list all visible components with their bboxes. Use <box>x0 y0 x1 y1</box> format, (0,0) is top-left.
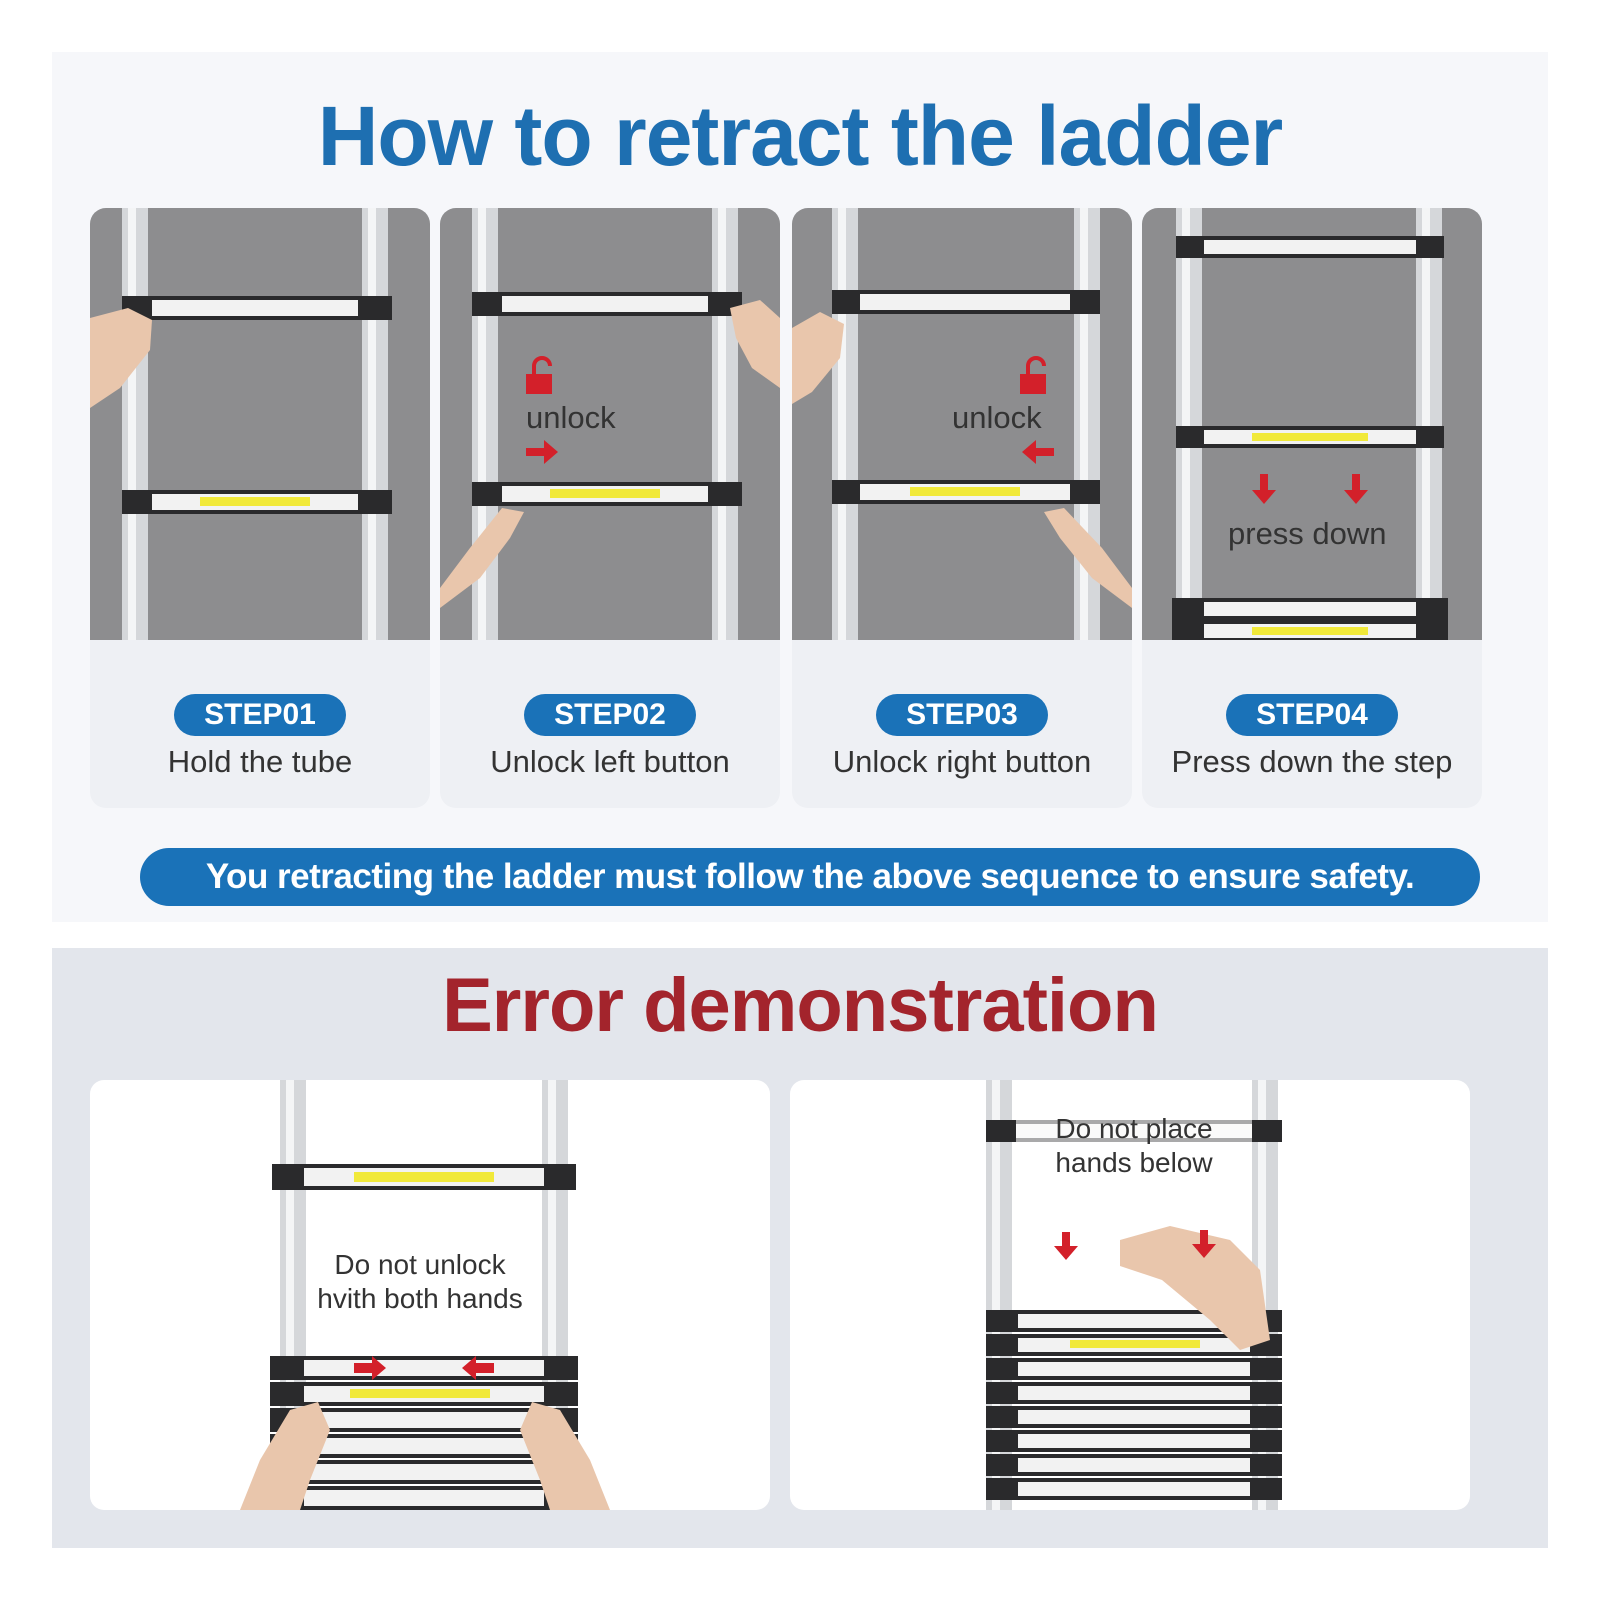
step-badge: STEP04 <box>1226 694 1398 736</box>
page-title: How to retract the ladder <box>317 89 1284 183</box>
error-card-left: Do not unlock hvith both hands <box>90 1080 770 1510</box>
error-left-line2: hvith both hands <box>317 1283 523 1314</box>
error-section-title: Error demonstration <box>442 963 1159 1048</box>
step-4-ladder-illustration <box>1142 208 1482 640</box>
step-caption: Press down the step <box>1171 744 1453 779</box>
left-arrow-icon <box>462 1356 494 1380</box>
right-arrow-icon <box>354 1356 386 1380</box>
safety-banner: You retracting the ladder must follow th… <box>140 848 1480 906</box>
error-card-right: Do not place hands below <box>790 1080 1470 1510</box>
step-1-ladder-illustration <box>90 208 430 640</box>
press-down-label: press down <box>1228 516 1387 551</box>
step-caption: Unlock left button <box>490 744 730 779</box>
step-2-ladder-illustration <box>440 208 780 640</box>
right-arrow-icon <box>526 440 558 464</box>
step-card-1: STEP01 Hold the tube <box>90 208 430 808</box>
error-right-line1: Do not place <box>1055 1113 1213 1144</box>
left-arrow-icon <box>1022 440 1054 464</box>
down-arrow-icon <box>1252 474 1276 504</box>
step-card-4: press down STEP04 Press down the step <box>1142 208 1482 808</box>
step-badge: STEP03 <box>876 694 1048 736</box>
step-badge: STEP01 <box>174 694 346 736</box>
unlock-label: unlock <box>526 400 616 435</box>
unlock-icon <box>1020 374 1046 394</box>
error-right-ladder-illustration <box>986 1080 1282 1510</box>
error-left-text: Do not unlock hvith both hands <box>300 1248 540 1316</box>
step-card-3: unlock STEP03 Unlock right button <box>792 208 1132 808</box>
step-caption: Hold the tube <box>167 744 353 779</box>
step-card-2: unlock STEP02 Unlock left button <box>440 208 780 808</box>
down-arrow-icon <box>1344 474 1368 504</box>
error-right-line2: hands below <box>1055 1147 1213 1178</box>
down-arrow-icon <box>1192 1230 1216 1258</box>
step-3-ladder-illustration <box>792 208 1132 640</box>
step-badge: STEP02 <box>524 694 696 736</box>
unlock-label: unlock <box>952 400 1042 435</box>
unlock-icon <box>526 374 552 394</box>
error-left-ladder-illustration <box>240 1080 610 1510</box>
error-right-text: Do not place hands below <box>1016 1112 1252 1180</box>
step-caption: Unlock right button <box>832 744 1092 779</box>
error-left-line1: Do not unlock <box>334 1249 506 1280</box>
down-arrow-icon <box>1054 1232 1078 1260</box>
